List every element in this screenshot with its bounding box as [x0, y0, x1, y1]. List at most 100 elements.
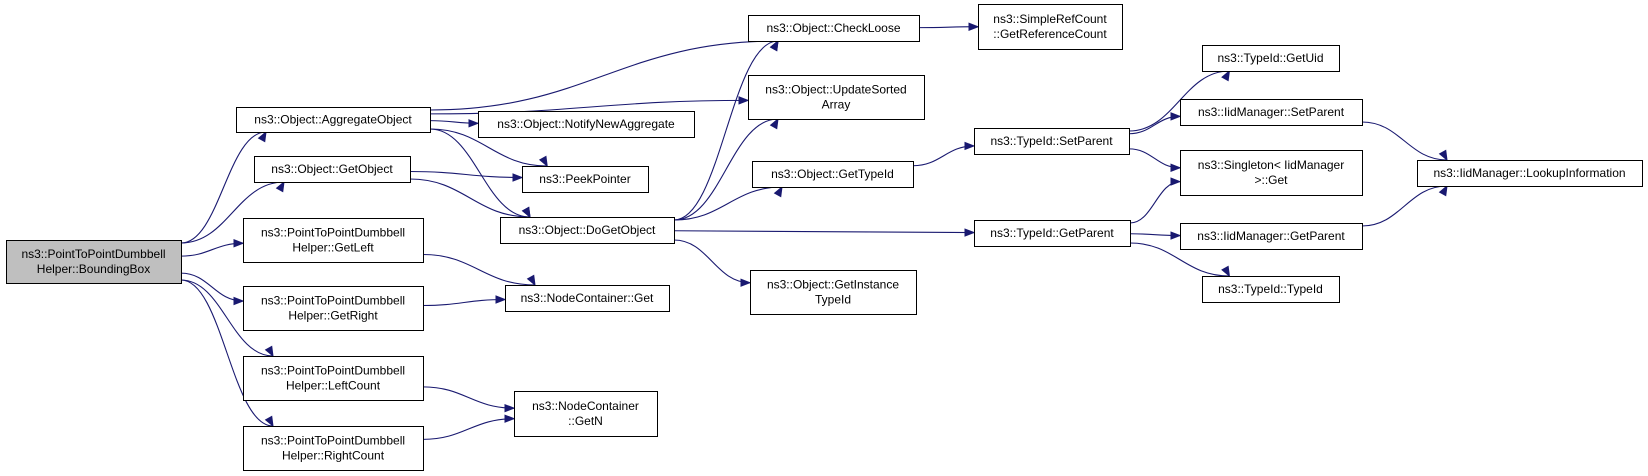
graph-node-ncgetn[interactable]: ns3::NodeContainer::GetN — [514, 391, 658, 437]
graph-node-ncget[interactable]: ns3::NodeContainer::Get — [505, 285, 670, 312]
edge-getparent-to-typeid — [1129, 242, 1231, 278]
edge-bbox-to-rightcount — [180, 279, 274, 428]
edge-line — [429, 40, 779, 111]
edge-arrowhead — [1438, 184, 1448, 197]
edge-dogetobject-to-getinstance — [673, 239, 752, 287]
edge-dogetobject-to-getparent — [673, 228, 976, 237]
node-box — [243, 218, 424, 263]
edge-arrowhead — [964, 228, 976, 237]
graph-node-gettypeid[interactable]: ns3::Object::GetTypeId — [752, 161, 914, 188]
graph-node-peek[interactable]: ns3::PeekPointer — [522, 166, 649, 193]
node-label: ns3::NodeContainer::Get — [521, 291, 654, 305]
edge-bbox-to-aggregate — [180, 130, 267, 244]
node-label: ns3::Object::DoGetObject — [519, 223, 656, 237]
graph-node-aggregate[interactable]: ns3::Object::AggregateObject — [236, 107, 431, 133]
graph-node-iidgetparent[interactable]: ns3::IidManager::GetParent — [1180, 223, 1363, 250]
edge-line — [1129, 181, 1181, 224]
edge-getparent-to-singleton — [1129, 177, 1182, 224]
edge-rightcount-to-ncgetn — [422, 414, 516, 440]
node-label: ns3::PointToPointDumbbell — [21, 247, 165, 261]
edge-iidsetparent-to-lookup — [1361, 121, 1448, 162]
edge-arrowhead — [264, 415, 274, 428]
node-label: Helper::LeftCount — [286, 379, 381, 393]
graph-node-checkloose[interactable]: ns3::Object::CheckLoose — [748, 15, 920, 42]
node-label: ns3::Object::CheckLoose — [766, 21, 900, 35]
edge-setparent-to-singleton — [1128, 148, 1182, 173]
node-box — [236, 107, 431, 133]
node-label: Helper::GetLeft — [292, 241, 374, 255]
edge-arrowhead — [1221, 69, 1231, 82]
graph-node-lookup[interactable]: ns3::IidManager::LookupInformation — [1417, 160, 1643, 187]
graph-node-setparent[interactable]: ns3::TypeId::SetParent — [974, 128, 1130, 155]
node-box — [243, 286, 424, 331]
node-box — [243, 426, 424, 471]
edge-arrowhead — [968, 22, 980, 31]
edge-line — [422, 298, 506, 307]
graph-node-rightcount[interactable]: ns3::PointToPointDumbbellHelper::RightCo… — [243, 426, 424, 471]
graph-node-getuid[interactable]: ns3::TypeId::GetUid — [1202, 45, 1340, 72]
edge-arrowhead — [504, 403, 516, 413]
graph-node-dogetobject[interactable]: ns3::Object::DoGetObject — [500, 217, 675, 244]
edge-line — [422, 418, 515, 440]
edge-getparent-to-iidgetparent — [1129, 231, 1182, 240]
edge-aggregate-to-peek — [429, 128, 548, 168]
edge-line — [673, 40, 779, 221]
edge-arrowhead — [526, 274, 536, 287]
node-label: >::Get — [1254, 173, 1288, 187]
node-label: Helper::GetRight — [288, 309, 378, 323]
edge-arrowhead — [1170, 231, 1182, 240]
node-label: ::GetN — [568, 414, 603, 428]
graph-node-simpleref[interactable]: ns3::SimpleRefCount::GetReferenceCount — [978, 4, 1123, 50]
edge-arrowhead — [504, 414, 516, 423]
edge-leftcount-to-ncgetn — [422, 386, 516, 413]
node-box — [748, 75, 925, 120]
node-box — [243, 356, 424, 401]
node-label: ns3::TypeId::GetParent — [990, 226, 1114, 240]
edge-arrowhead — [1438, 149, 1448, 162]
node-label: ns3::TypeId::GetUid — [1217, 51, 1323, 65]
graph-node-singleton[interactable]: ns3::Singleton< IidManager >::Get — [1180, 150, 1363, 196]
edge-getright-to-ncget — [422, 295, 507, 307]
edge-arrowhead — [495, 295, 507, 304]
node-label: ns3::PointToPointDumbbell — [261, 226, 405, 240]
graph-node-bbox[interactable]: ns3::PointToPointDumbbellHelper::Boundin… — [6, 240, 182, 284]
node-label: ns3::IidManager::GetParent — [1197, 229, 1345, 243]
edge-bbox-to-getobject — [180, 180, 285, 244]
graph-node-getobject[interactable]: ns3::Object::GetObject — [254, 156, 411, 183]
edge-line — [673, 239, 751, 284]
edge-arrowhead — [468, 119, 480, 128]
graph-node-leftcount[interactable]: ns3::PointToPointDumbbellHelper::LeftCou… — [243, 356, 424, 401]
graph-node-typeid[interactable]: ns3::TypeId::TypeId — [1202, 276, 1340, 303]
graph-node-getparent[interactable]: ns3::TypeId::GetParent — [974, 220, 1131, 247]
node-label: Helper::RightCount — [282, 449, 385, 463]
node-label: ns3::PointToPointDumbbell — [261, 434, 405, 448]
graph-node-getright[interactable]: ns3::PointToPointDumbbellHelper::GetRigh… — [243, 286, 424, 331]
node-label: ns3::Object::AggregateObject — [254, 113, 412, 127]
node-label: ns3::PointToPointDumbbell — [261, 294, 405, 308]
node-box — [1180, 150, 1363, 196]
edge-dogetobject-to-updatesorted — [673, 117, 779, 221]
edge-arrowhead — [233, 296, 245, 306]
edge-line — [673, 230, 975, 234]
edge-line — [180, 181, 285, 244]
graph-node-iidsetparent[interactable]: ns3::IidManager::SetParent — [1180, 99, 1363, 126]
edge-dogetobject-to-gettypeid — [673, 185, 783, 221]
node-box — [1180, 223, 1363, 250]
edge-arrowhead — [1221, 265, 1231, 278]
edge-arrowhead — [773, 185, 783, 198]
node-box — [505, 285, 670, 312]
edge-gettypeid-to-setparent — [912, 141, 976, 167]
node-label: ns3::NodeContainer — [532, 399, 639, 413]
edge-line — [673, 118, 779, 221]
node-label: ns3::IidManager::LookupInformation — [1433, 166, 1625, 180]
edge-arrowhead — [738, 96, 750, 105]
edge-arrowhead — [538, 155, 548, 168]
graph-node-notify[interactable]: ns3::Object::NotifyNewAggregate — [478, 111, 695, 138]
edge-bbox-to-getleft — [180, 238, 245, 257]
edge-line — [429, 128, 548, 167]
node-label: ns3::Object::GetInstance — [767, 278, 899, 292]
